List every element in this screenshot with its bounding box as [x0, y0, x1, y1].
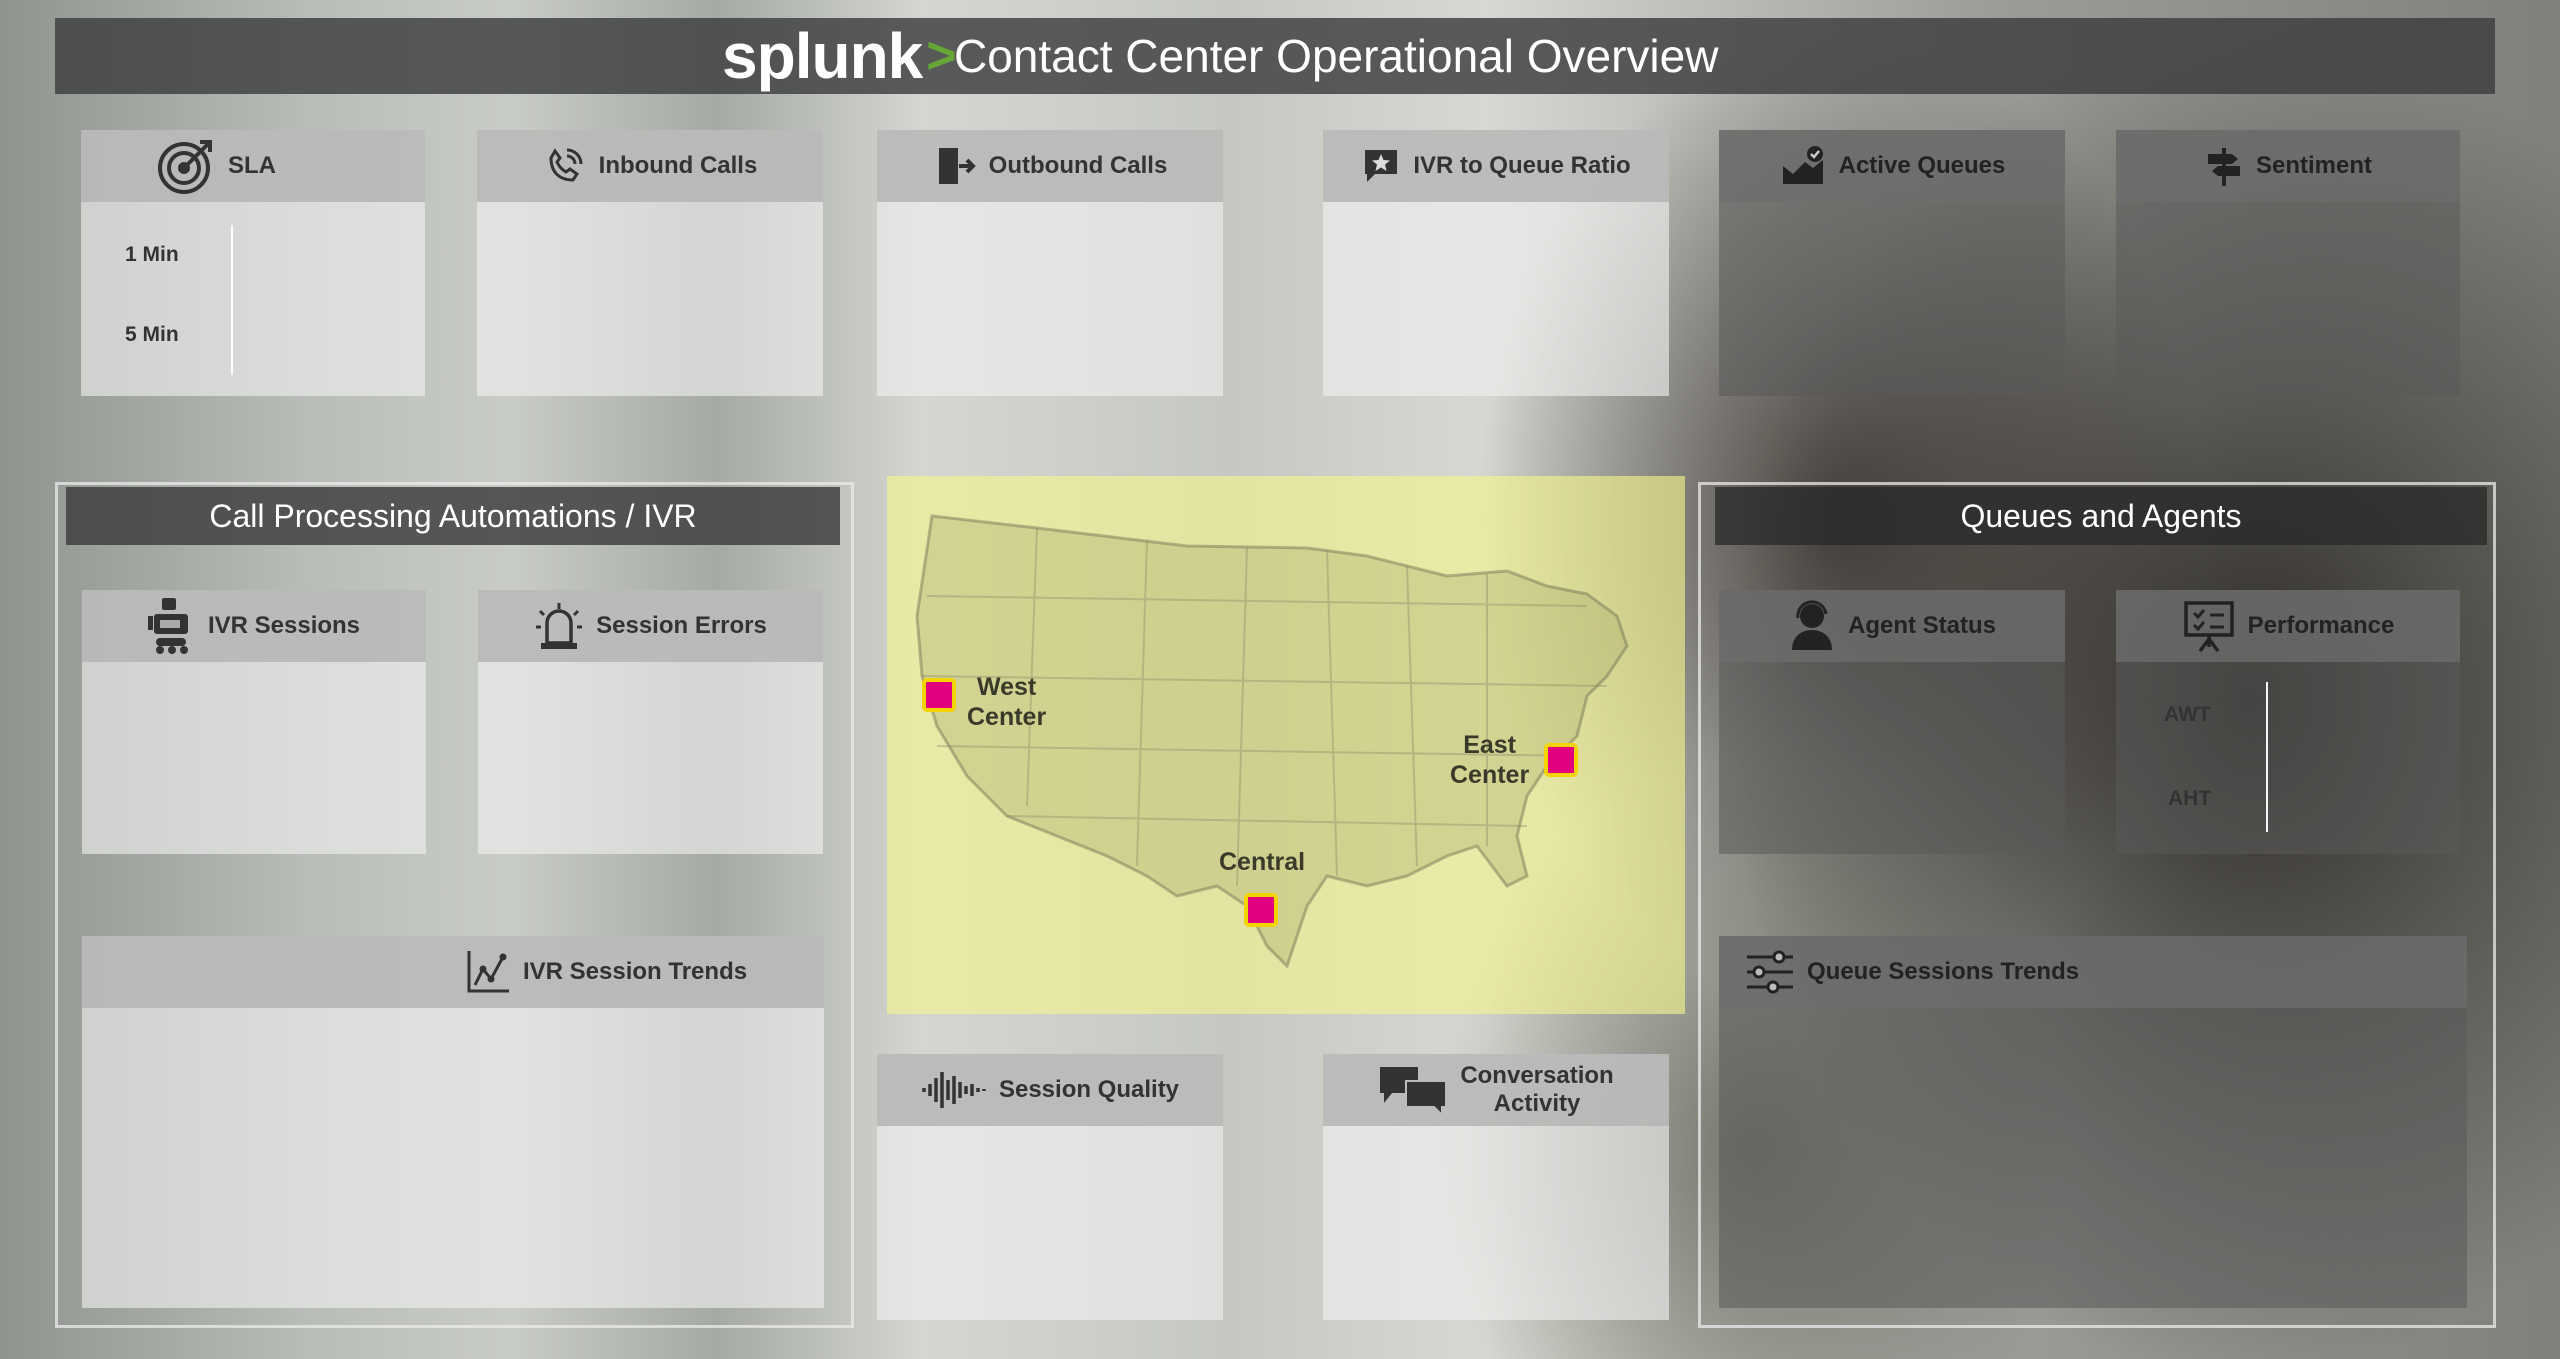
- title-bar: [55, 18, 2495, 94]
- session-quality-header: Session Quality: [877, 1054, 1223, 1126]
- central-label: Central: [1219, 848, 1306, 876]
- active-queues-panel[interactable]: Active Queues: [1719, 130, 2065, 396]
- performance-header: Performance: [2116, 590, 2460, 662]
- sla-5min-label: 5 Min: [125, 323, 179, 346]
- ivr-to-queue-ratio-header: IVR to Queue Ratio: [1323, 130, 1669, 202]
- sla-header: SLA: [81, 130, 425, 202]
- outbound-calls-panel[interactable]: Outbound Calls: [877, 130, 1223, 396]
- east-center-marker[interactable]: [1544, 743, 1578, 777]
- ivr-to-queue-ratio-label: IVR to Queue Ratio: [1413, 152, 1631, 179]
- target-icon: [158, 140, 212, 194]
- agent-status-header: Agent Status: [1719, 590, 2065, 662]
- ivr-section: [55, 482, 854, 1328]
- ivr-session-trends-header: IVR Session Trends: [82, 936, 824, 1008]
- sla-label: SLA: [228, 152, 276, 179]
- queues-section-title: Queues and Agents: [1715, 487, 2487, 545]
- session-quality-label: Session Quality: [998, 1076, 1180, 1103]
- queue-sessions-trends-label: Queue Sessions Trends: [1807, 958, 2080, 985]
- agent-status-label: Agent Status: [1847, 612, 1996, 639]
- phone-ringing-icon: [549, 148, 583, 182]
- agent-status-panel[interactable]: Agent Status: [1719, 590, 2065, 854]
- ivr-sessions-panel[interactable]: IVR Sessions: [82, 590, 426, 854]
- inbound-calls-panel[interactable]: Inbound Calls: [477, 130, 823, 396]
- sla-divider: [231, 225, 233, 375]
- user-check-icon: [1782, 146, 1823, 184]
- sliders-icon: [1747, 950, 1793, 994]
- performance-divider: [2266, 682, 2268, 832]
- west-center-marker[interactable]: [922, 678, 956, 712]
- audio-waveform-icon: [922, 1072, 986, 1108]
- page-title: Contact Center Operational Overview: [954, 30, 1719, 82]
- performance-panel[interactable]: Performance AWT AHT: [2116, 590, 2460, 854]
- conversation-activity-header: Conversation Activity: [1323, 1054, 1669, 1126]
- outbound-calls-label: Outbound Calls: [988, 152, 1168, 179]
- headset-agent-icon: [1791, 600, 1832, 650]
- queue-sessions-trends-panel[interactable]: Queue Sessions Trends: [1719, 936, 2467, 1308]
- logo-text: splunk: [722, 20, 923, 92]
- us-map-outline: [915, 514, 1629, 969]
- ivr-to-queue-ratio-panel[interactable]: IVR to Queue Ratio: [1323, 130, 1669, 396]
- session-errors-label: Session Errors: [596, 612, 767, 639]
- exit-door-icon: [938, 148, 976, 184]
- presentation-board-icon: [2183, 601, 2234, 653]
- conversation-activity-panel[interactable]: Conversation Activity: [1323, 1054, 1669, 1320]
- sentiment-label: Sentiment: [2255, 152, 2372, 179]
- session-quality-panel[interactable]: Session Quality: [877, 1054, 1223, 1320]
- performance-awt-label: AWT: [2164, 703, 2211, 726]
- performance-label: Performance: [2247, 612, 2395, 639]
- west-center-label: West Center: [967, 673, 1047, 731]
- sla-1min-label: 1 Min: [125, 243, 179, 266]
- ivr-session-trends-label: IVR Session Trends: [523, 958, 748, 985]
- inbound-calls-label: Inbound Calls: [598, 152, 758, 179]
- sentiment-header: Sentiment: [2116, 130, 2460, 202]
- signpost-icon: [2207, 148, 2240, 186]
- session-errors-panel[interactable]: Session Errors: [478, 590, 823, 854]
- star-message-icon: [1365, 150, 1398, 182]
- logo-chevron: >: [926, 27, 956, 85]
- active-queues-label: Active Queues: [1838, 152, 2006, 179]
- chat-bubbles-icon: [1380, 1067, 1448, 1117]
- splunk-logo: splunk>: [722, 18, 957, 94]
- sentiment-panel[interactable]: Sentiment: [2116, 130, 2460, 396]
- ivr-sessions-label: IVR Sessions: [207, 612, 361, 639]
- ivr-session-trends-panel[interactable]: IVR Session Trends: [82, 936, 824, 1308]
- east-center-label: East Center: [1450, 731, 1530, 789]
- performance-aht-label: AHT: [2168, 787, 2212, 810]
- active-queues-header: Active Queues: [1719, 130, 2065, 202]
- sla-panel[interactable]: SLA 1 Min 5 Min: [81, 130, 425, 396]
- alarm-light-icon: [536, 603, 583, 649]
- conversation-activity-label: Conversation Activity: [1460, 1062, 1614, 1117]
- inbound-calls-header: Inbound Calls: [477, 130, 823, 202]
- queues-section: [1698, 482, 2496, 1328]
- robot-icon: [147, 598, 188, 654]
- ivr-sessions-header: IVR Sessions: [82, 590, 426, 662]
- session-errors-header: Session Errors: [478, 590, 823, 662]
- line-chart-icon: [467, 951, 509, 993]
- us-map-panel[interactable]: West Center Central East Center: [887, 476, 1685, 1014]
- ivr-section-title: Call Processing Automations / IVR: [66, 487, 840, 545]
- central-marker[interactable]: [1244, 893, 1278, 927]
- outbound-calls-header: Outbound Calls: [877, 130, 1223, 202]
- queue-sessions-trends-header: Queue Sessions Trends: [1719, 936, 2467, 1008]
